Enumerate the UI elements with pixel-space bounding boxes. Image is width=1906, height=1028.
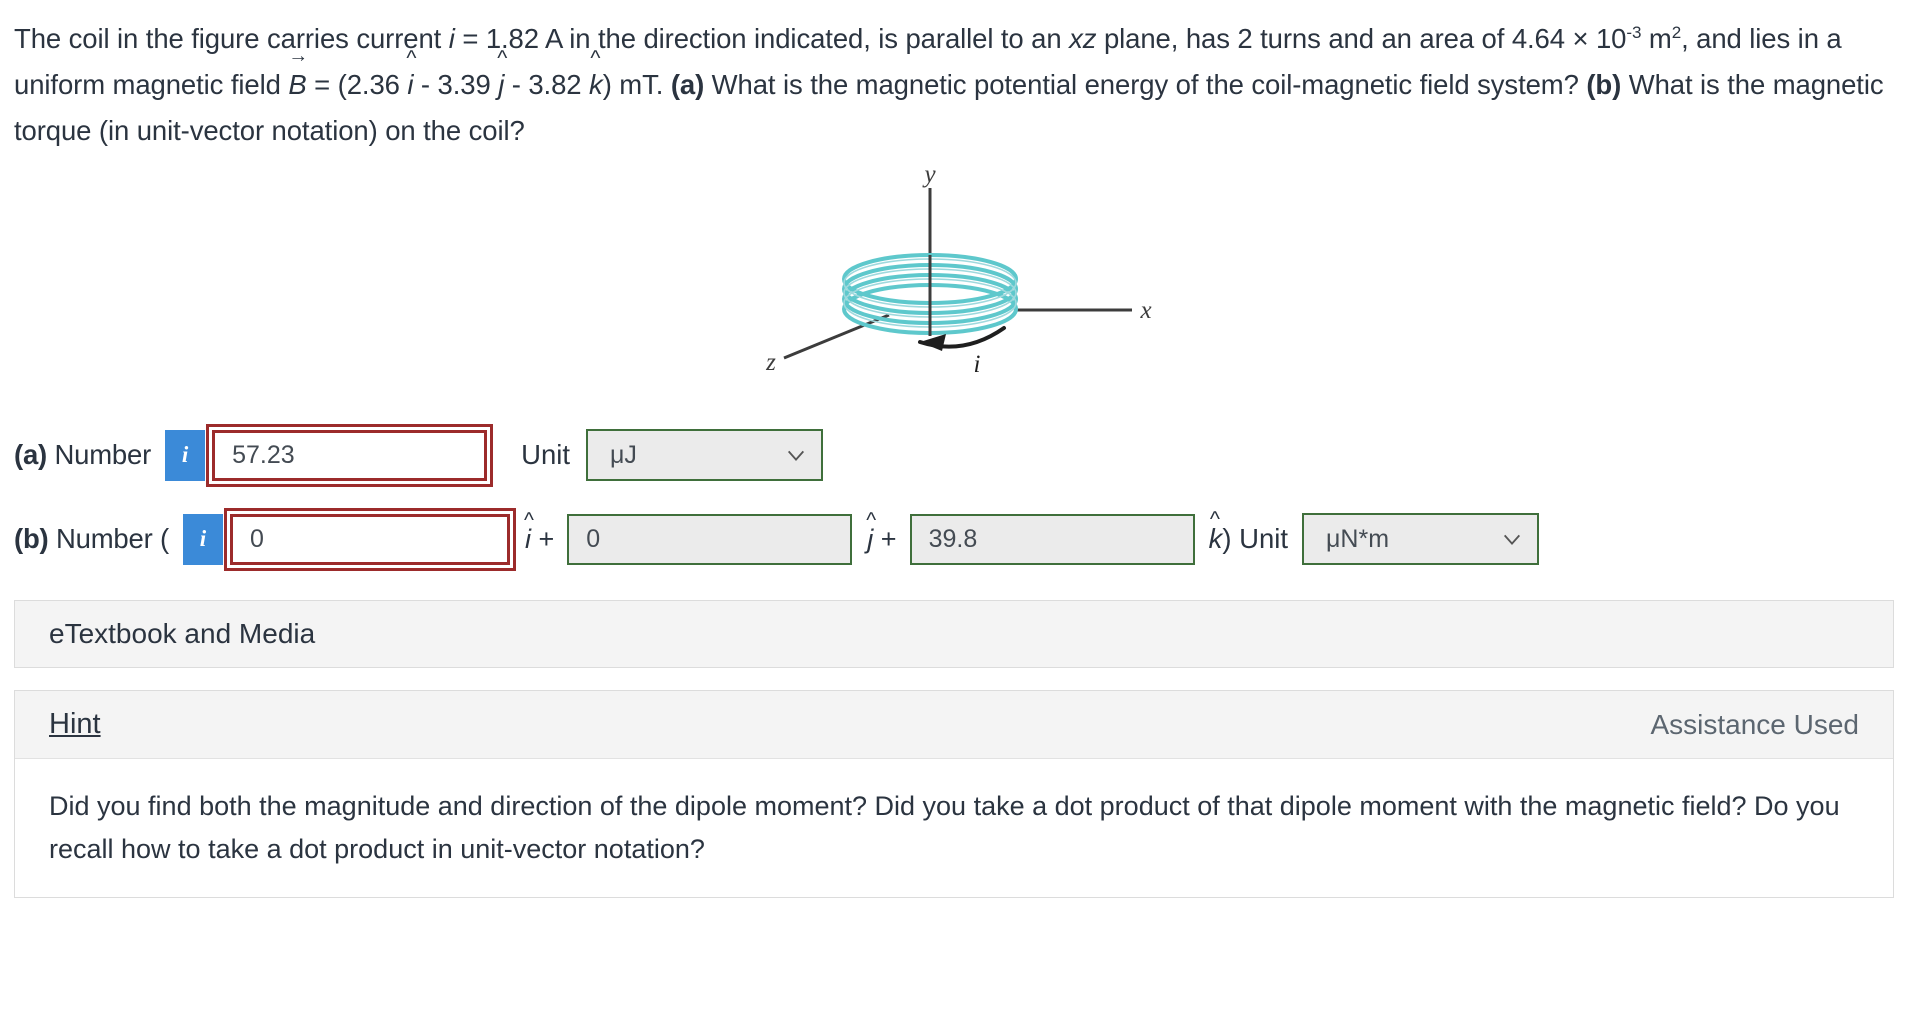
answer-a-label: (a) Number [14,439,151,471]
problem-text-11: What is the magnetic torque (in unit-vec… [14,69,1884,146]
k-hat-closing-paren: ^k) Unit [1208,506,1289,555]
closing-paren: ) [1222,523,1232,554]
x-axis-label: x [1139,297,1151,324]
z-axis-label: z [765,349,776,376]
hat-accent-icon: ^ [1209,506,1220,531]
answer-a-unit-label: Unit [521,439,570,470]
j-hat-plus-operator: ^j + [866,509,897,555]
problem-text-5: , and lies in a uniform magnetic field [14,23,1842,100]
hint-panel: Hint Assistance Used Did you find both t… [14,690,1894,898]
info-icon-b[interactable]: i [182,513,223,565]
answer-a-prefix: (a) [14,439,48,470]
chevron-down-icon [1504,534,1521,545]
answer-b-i-input[interactable]: 0 [223,507,516,571]
part-a-marker: (a) [670,69,705,100]
current-symbol: i [448,23,455,54]
answer-b-unit-select[interactable]: μN*m [1302,513,1540,565]
problem-text-6: = (2.36 [306,69,408,100]
hat-accent-icon: ^ [406,45,417,70]
plane-label: xz [1069,23,1097,54]
hint-link[interactable]: Hint [49,708,101,740]
i-hat-plus-operator: ^i + [523,509,555,555]
current-arrowhead-icon [920,334,946,351]
etextbook-label: eTextbook and Media [49,618,316,649]
problem-text-4: m [1641,23,1672,54]
answer-b-unit-value: μN*m [1326,524,1390,553]
i-hat-symbol: ^i [406,45,417,100]
y-axis-label: y [921,161,936,188]
answer-b-label: (b) Number ( [14,523,169,555]
chevron-down-icon [787,450,805,461]
plus-operator-2: + [880,523,897,554]
magnetic-field-vector-symbol: →B [288,44,309,100]
answer-row-b: (b) Number ( i 0 ^i + 0 ^j + 39.8 ^k) Un… [14,506,1892,571]
answer-b-prefix: (b) [14,523,49,554]
etextbook-and-media-panel[interactable]: eTextbook and Media [14,600,1894,668]
k-hat-symbol-b: ^k [1208,506,1223,554]
z-axis-line [783,313,890,360]
answer-a-unit-select[interactable]: μJ [585,429,823,481]
problem-text-1: The coil in the figure carries current [14,23,449,54]
answer-a-input[interactable]: 57.23 [206,423,494,487]
i-hat-symbol-b: ^i [523,509,534,554]
problem-text-9: ) mT. [602,69,671,100]
problem-text-10: What is the magnetic potential energy of… [704,69,1587,100]
answer-b-unit-label: Unit [1239,523,1289,554]
assistance-used-label: Assistance Used [1650,708,1859,740]
coil-figure: y x z i [14,160,1906,410]
coil-figure-svg: y x z i [765,161,1151,378]
answer-row-a: (a) Number i 57.23 Unit μJ [14,423,1892,487]
j-hat-symbol-b: ^j [866,509,877,554]
answer-area: (a) Number i 57.23 Unit μJ (b) Number ( … [14,423,1892,571]
hat-accent-icon: ^ [590,45,601,70]
answer-a-number-text: Number [47,439,152,470]
answer-b-k-input[interactable]: 39.8 [909,513,1195,565]
hint-header: Hint Assistance Used [15,691,1893,759]
problem-text-2: = 1.82 A in the direction indicated, is … [454,23,1070,54]
hint-body-text: Did you find both the magnitude and dire… [15,759,1893,897]
answer-a-unit-value: μJ [609,440,637,469]
problem-text-3: plane, has 2 turns and an area of 4.64 ×… [1096,23,1627,54]
current-label: i [974,351,981,378]
problem-statement: The coil in the figure carries current i… [14,0,1892,154]
k-hat-symbol: ^k [589,45,603,100]
info-icon-a[interactable]: i [165,429,206,481]
area-exponent: -3 [1626,22,1642,42]
problem-text-7: - 3.39 [413,69,499,100]
hat-accent-icon: ^ [866,509,877,533]
hat-accent-icon: ^ [497,45,508,70]
problem-text-8: - 3.82 [504,69,590,100]
j-hat-symbol: ^j [497,45,508,100]
answer-b-j-input[interactable]: 0 [567,513,853,565]
answer-b-number-text: Number ( [48,523,169,554]
hat-accent-icon: ^ [523,509,534,533]
area-unit-exponent: 2 [1671,22,1682,42]
plus-operator-1: + [538,523,555,554]
part-b-marker: (b) [1586,69,1622,100]
vector-arrow-accent: → [288,44,309,67]
